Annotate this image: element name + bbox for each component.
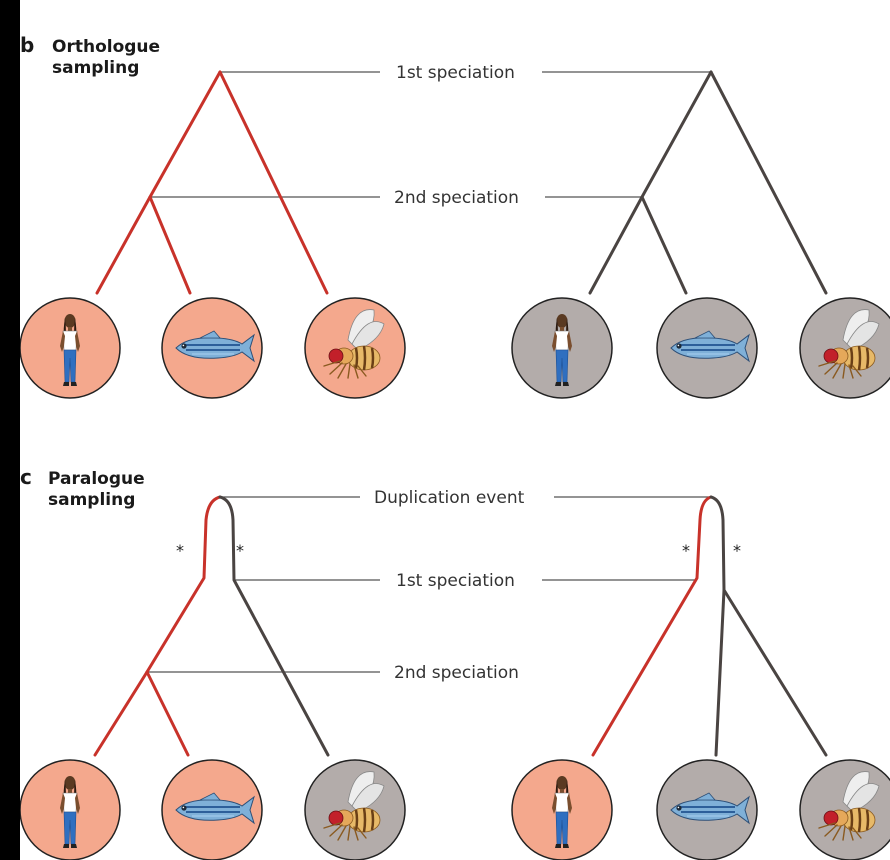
label-b-2nd-speciation: 2nd speciation	[394, 188, 519, 208]
branch-b-fish	[150, 197, 190, 293]
branch-c-right-fly	[724, 590, 826, 755]
figure-canvas: b Orthologue sampling 1st speciation 2nd…	[20, 0, 890, 860]
phylogeny-figure: b Orthologue sampling 1st speciation 2nd…	[20, 0, 890, 860]
branch-b-human	[97, 72, 220, 293]
tree-b-reference	[590, 72, 826, 293]
branch-c-left-human	[95, 497, 220, 755]
branch-b-fly	[220, 72, 327, 293]
panel-b-title-line1: Orthologue	[52, 37, 160, 57]
branch-c-left-fly	[220, 497, 328, 755]
species-fish-c-left	[162, 760, 262, 860]
panel-b-letter: b	[20, 33, 34, 57]
tree-c-left	[95, 497, 328, 755]
species-human-c-right	[512, 760, 612, 860]
species-fish-b-right	[657, 298, 757, 398]
branch-b-ref-fish	[642, 197, 686, 293]
species-human-b-left	[20, 298, 120, 398]
panel-b-title-line2: sampling	[52, 58, 139, 78]
branch-c-left-fish	[147, 672, 188, 755]
species-human-b-right	[512, 298, 612, 398]
species-fish-c-right	[657, 760, 757, 860]
branch-c-right-fish	[711, 497, 724, 755]
branch-b-ref-fly	[711, 72, 826, 293]
species-row-b	[20, 298, 890, 398]
branch-c-right-human	[593, 497, 711, 755]
panel-c-letter: c	[20, 465, 32, 489]
label-c-1st-speciation: 1st speciation	[396, 571, 515, 591]
panel-c-title-line2: sampling	[48, 490, 135, 510]
species-fly-c-right	[800, 760, 890, 860]
species-row-c	[20, 760, 890, 860]
panel-b: b Orthologue sampling 1st speciation 2nd…	[20, 33, 890, 398]
tree-b-orthologues	[97, 72, 327, 293]
asterisk-c-left-red: *	[176, 541, 184, 560]
tree-c-right	[593, 497, 826, 755]
asterisk-c-right-grey: *	[733, 541, 741, 560]
species-fly-b-right	[800, 298, 890, 398]
branch-b-ref-human	[590, 72, 711, 293]
label-b-1st-speciation: 1st speciation	[396, 63, 515, 83]
label-c-duplication: Duplication event	[374, 488, 525, 508]
species-fly-c-left	[305, 760, 405, 860]
asterisk-c-left-grey: *	[236, 541, 244, 560]
label-c-2nd-speciation: 2nd speciation	[394, 663, 519, 683]
species-fly-b-left	[305, 298, 405, 398]
panel-c-title-line1: Paralogue	[48, 469, 145, 489]
asterisk-c-right-red: *	[682, 541, 690, 560]
species-human-c-left	[20, 760, 120, 860]
species-fish-b-left	[162, 298, 262, 398]
panel-c: c Paralogue sampling Duplication event 1…	[20, 465, 890, 860]
